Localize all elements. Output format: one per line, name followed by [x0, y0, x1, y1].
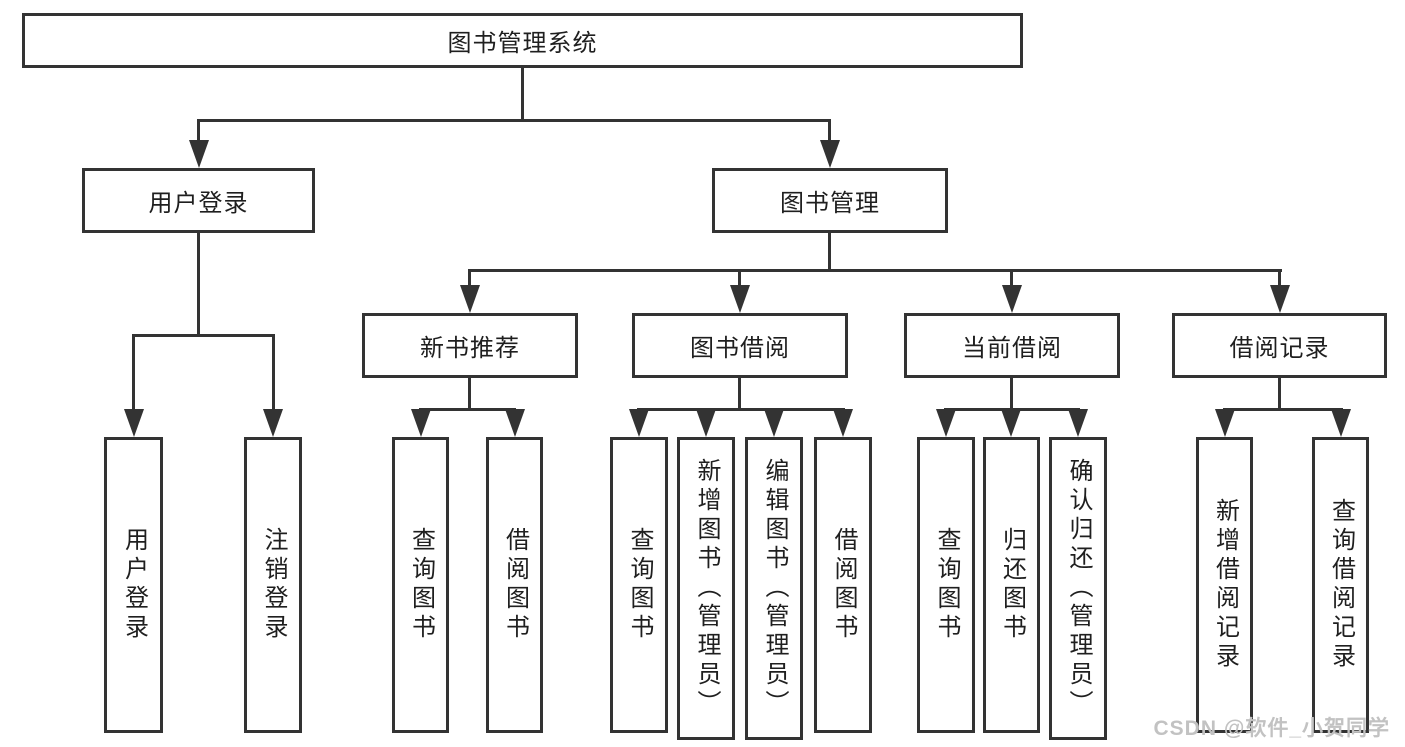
node-borrow-records: 借阅记录 [1172, 313, 1387, 378]
watermark: CSDN @软件_小贺同学 [1153, 717, 1390, 740]
connector-borrowing-stem [738, 378, 741, 411]
node-user-login: 用户登录 [82, 168, 315, 233]
connector-root-drop-right [828, 119, 831, 143]
connector-mgmt-drop-3 [1010, 269, 1013, 288]
leaf-add-books-admin: 新增图书（管理员） [677, 437, 735, 740]
arrow-down-icon [460, 285, 480, 313]
connector-mgmt-drop-1 [468, 269, 471, 288]
connector-root-stem [521, 68, 524, 122]
connector-login-drop-2 [272, 334, 275, 411]
connector-login-drop-1 [132, 334, 135, 411]
node-library-system: 图书管理系统 [22, 13, 1023, 68]
connector-records-stem [1278, 378, 1281, 411]
connector-recommend-stem [468, 378, 471, 411]
arrow-down-icon [1215, 409, 1235, 437]
arrow-down-icon [263, 409, 283, 437]
node-new-book-recommend: 新书推荐 [362, 313, 578, 378]
arrow-down-icon [1331, 409, 1351, 437]
leaf-query-books-recommend: 查询图书 [392, 437, 449, 733]
node-current-borrowing: 当前借阅 [904, 313, 1120, 378]
node-book-borrowing: 图书借阅 [632, 313, 848, 378]
leaf-borrow-books-recommend: 借阅图书 [486, 437, 543, 733]
node-book-management: 图书管理 [712, 168, 948, 233]
arrow-down-icon [505, 409, 525, 437]
connector-mgmt-stem [828, 233, 831, 272]
leaf-query-borrow-record: 查询借阅记录 [1312, 437, 1369, 733]
connector-current-stem [1010, 378, 1013, 411]
connector-root-drop-left [197, 119, 200, 143]
leaf-query-books-borrowing: 查询图书 [610, 437, 668, 733]
arrow-down-icon [936, 409, 956, 437]
arrow-down-icon [730, 285, 750, 313]
arrow-down-icon [629, 409, 649, 437]
arrow-down-icon [411, 409, 431, 437]
connector-mgmt-drop-2 [738, 269, 741, 288]
arrow-down-icon [1270, 285, 1290, 313]
leaf-query-books-current: 查询图书 [917, 437, 975, 733]
leaf-confirm-return-admin: 确认归还（管理员） [1049, 437, 1107, 740]
connector-records-branch [1223, 408, 1343, 411]
arrow-down-icon [764, 409, 784, 437]
arrow-down-icon [696, 409, 716, 437]
connector-recommend-branch [419, 408, 516, 411]
connector-login-stem [197, 233, 200, 337]
arrow-down-icon [189, 140, 209, 168]
arrow-down-icon [1068, 409, 1088, 437]
arrow-down-icon [1001, 409, 1021, 437]
arrow-down-icon [833, 409, 853, 437]
leaf-borrow-books-borrowing: 借阅图书 [814, 437, 872, 733]
connector-borrowing-branch [637, 408, 845, 411]
arrow-down-icon [1002, 285, 1022, 313]
leaf-edit-books-admin: 编辑图书（管理员） [745, 437, 803, 740]
connector-root-branch [197, 119, 831, 122]
arrow-down-icon [124, 409, 144, 437]
leaf-logout: 注销登录 [244, 437, 302, 733]
leaf-user-login: 用户登录 [104, 437, 163, 733]
connector-mgmt-branch [469, 269, 1282, 272]
leaf-return-books: 归还图书 [983, 437, 1040, 733]
connector-login-branch [132, 334, 275, 337]
arrow-down-icon [820, 140, 840, 168]
leaf-add-borrow-record: 新增借阅记录 [1196, 437, 1253, 733]
connector-mgmt-drop-4 [1278, 269, 1281, 288]
